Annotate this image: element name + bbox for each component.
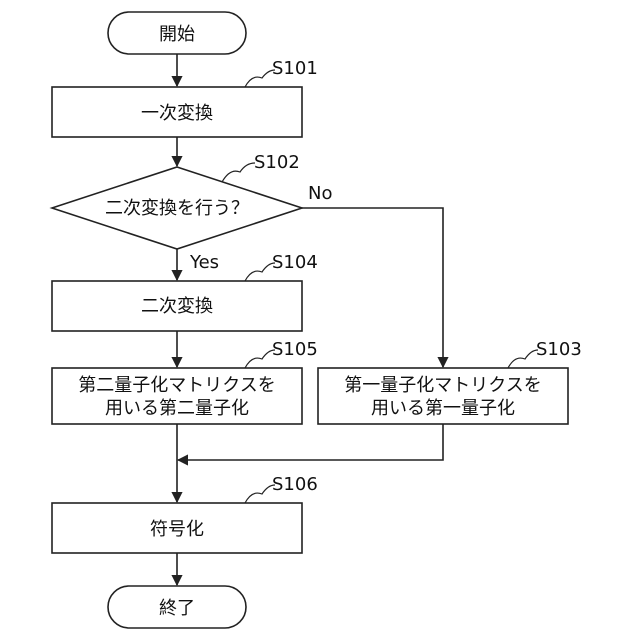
s102-step-label: S102 <box>254 152 300 173</box>
edge-s102-to-s103 <box>302 208 443 367</box>
start-terminal: 開始 <box>108 12 246 54</box>
s103-label-line-1: 第一量子化マトリクスを <box>344 375 541 396</box>
s103-label-line-2: 用いる第一量子化 <box>371 398 515 419</box>
s103-leader <box>508 350 538 368</box>
s106-step-label: S106 <box>272 474 318 495</box>
decision-s102: 二次変換を行う？ <box>52 167 302 249</box>
process-s103: 第一量子化マトリクスを 用いる第一量子化 <box>318 368 568 424</box>
s105-step-label: S105 <box>272 339 318 360</box>
yes-branch-label: Yes <box>189 252 219 273</box>
s104-label: 二次変換 <box>141 296 213 317</box>
s106-leader <box>245 485 275 503</box>
s101-leader <box>245 70 275 87</box>
s103-step-label: S103 <box>536 339 582 360</box>
process-s105: 第二量子化マトリクスを 用いる第二量子化 <box>52 368 302 424</box>
s105-label-line-2: 用いる第二量子化 <box>105 398 249 419</box>
process-s104: 二次変換 <box>52 281 302 331</box>
process-s106: 符号化 <box>52 503 302 553</box>
s104-step-label: S104 <box>272 252 318 273</box>
process-s101: 一次変換 <box>52 87 302 137</box>
s101-step-label: S101 <box>272 58 318 79</box>
s101-label: 一次変換 <box>141 103 213 124</box>
no-branch-label: No <box>308 183 332 204</box>
end-label: 終了 <box>159 598 195 619</box>
s105-leader <box>245 350 275 368</box>
edge-s103-to-merge <box>178 424 443 460</box>
s102-leader <box>222 163 255 182</box>
s105-label-line-1: 第二量子化マトリクスを <box>78 375 275 396</box>
s106-label: 符号化 <box>150 519 204 540</box>
start-label: 開始 <box>159 24 195 45</box>
s104-leader <box>245 263 275 281</box>
end-terminal: 終了 <box>108 586 246 628</box>
s102-label: 二次変換を行う？ <box>105 198 249 219</box>
